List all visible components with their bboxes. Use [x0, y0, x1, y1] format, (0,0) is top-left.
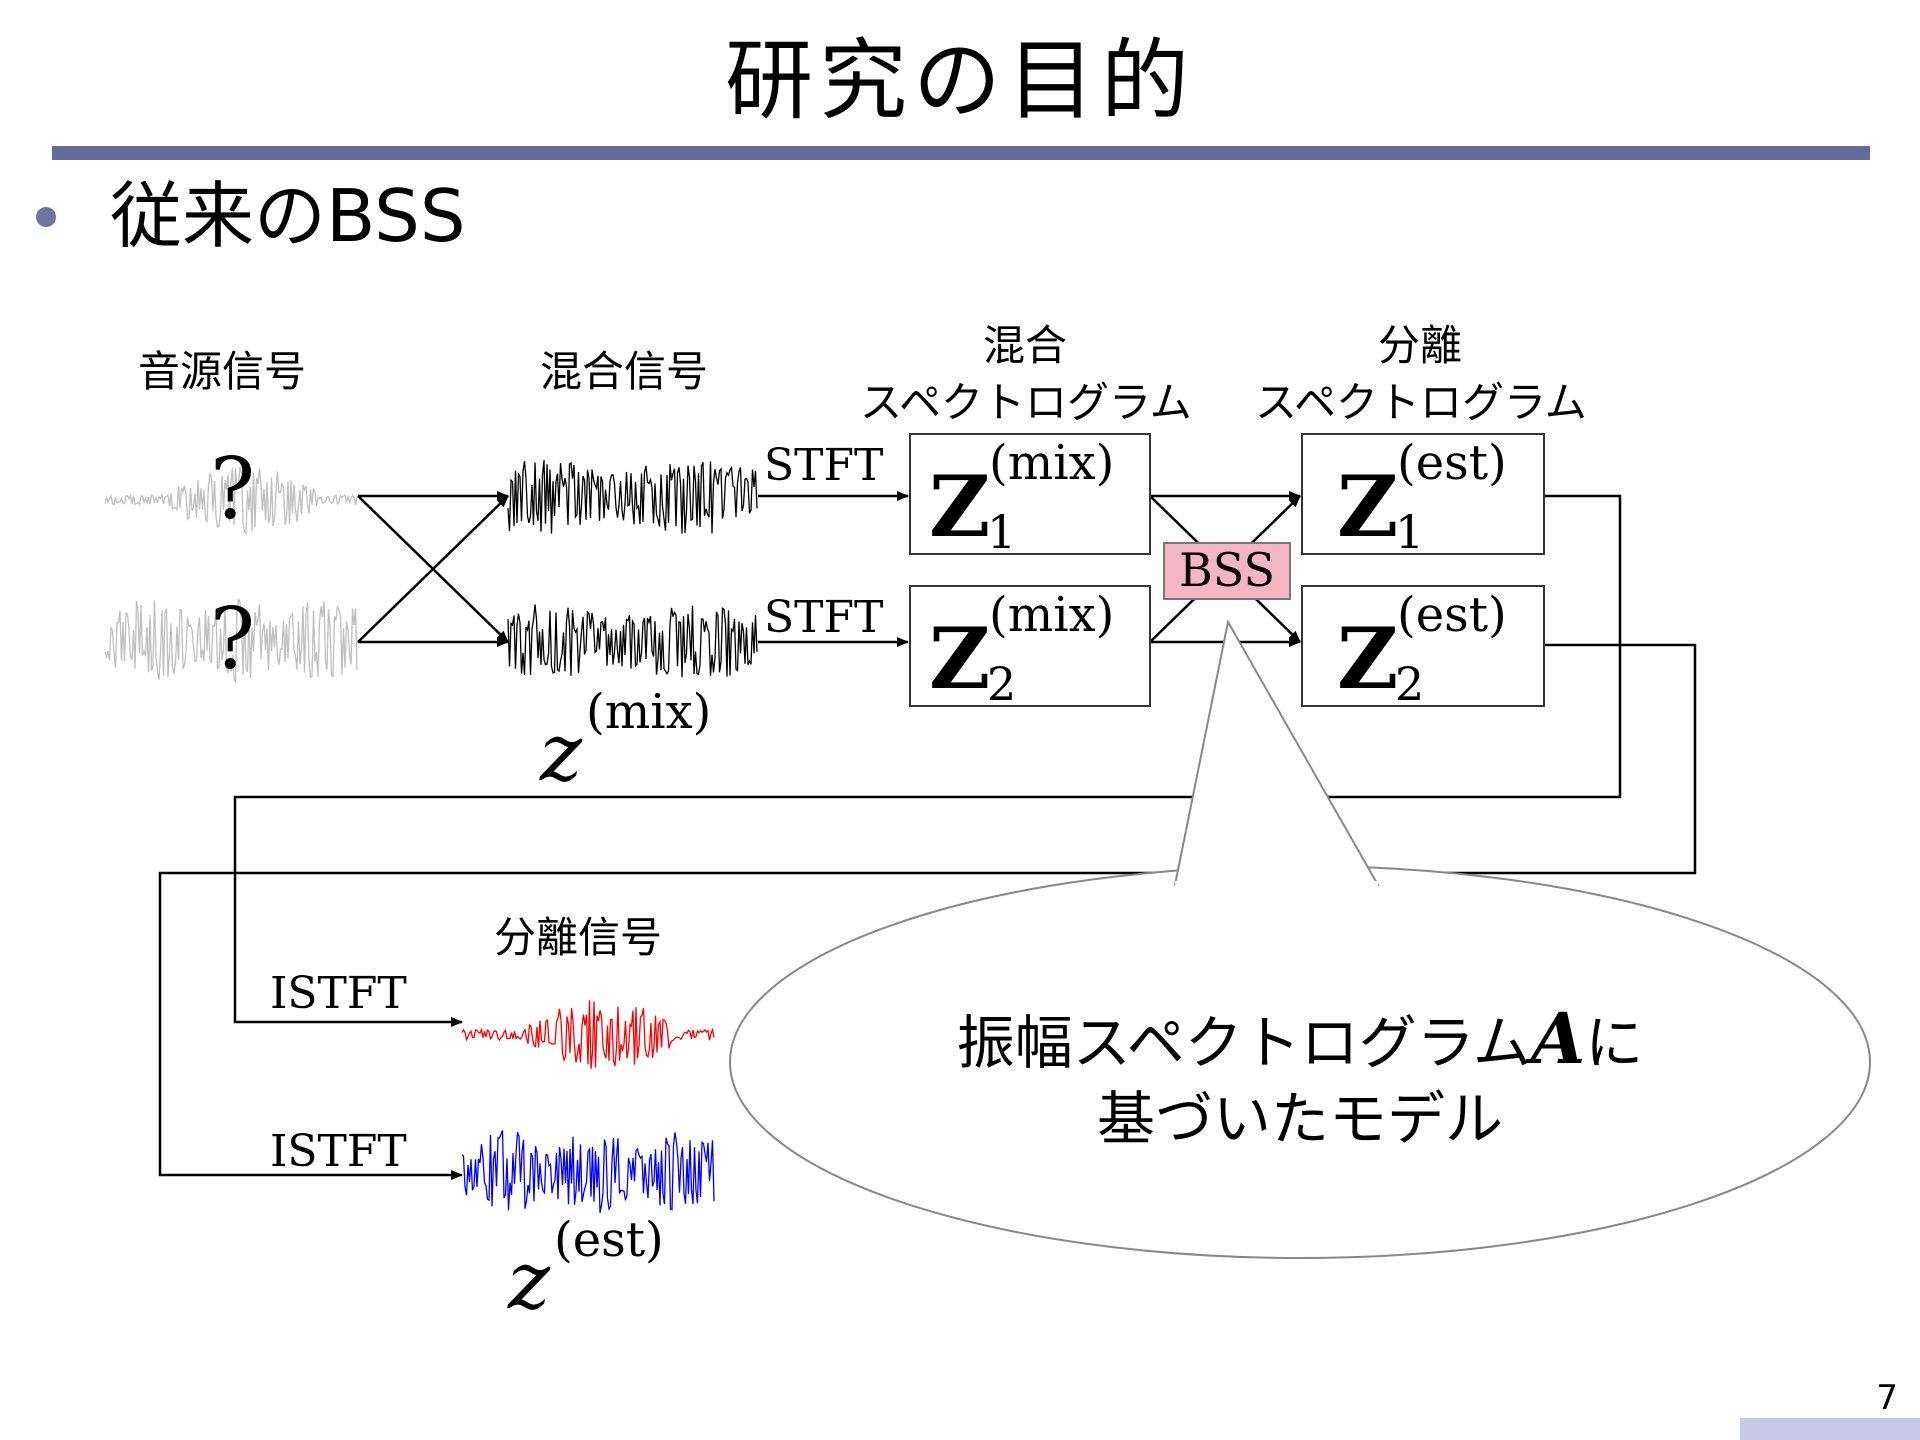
bullet-text: 従来のBSS: [110, 174, 466, 258]
footer-bar: [1740, 1418, 1920, 1440]
separated-spectrogram-box-2: Z 2 (est): [1301, 585, 1545, 711]
separated-waveform-2: [461, 1130, 715, 1214]
separated-waveform-1: [461, 1000, 715, 1069]
label-separated-spectrogram-line2: スペクトログラム: [1255, 377, 1587, 427]
superscript-mix: (mix): [586, 684, 712, 740]
stft-label-1: STFT: [764, 440, 884, 491]
subscript: 2: [1395, 657, 1425, 711]
bubble-line-2: 基づいたモデル: [1096, 1084, 1503, 1153]
signal-variable: z: [508, 1234, 551, 1327]
separated-spectrogram-box-1: Z 1 (est): [1301, 433, 1545, 559]
bullet-marker: [36, 207, 56, 227]
mixed-spectrogram-box-1: Z 1 (mix): [909, 433, 1151, 559]
mixed-waveform-2: [507, 604, 758, 678]
bubble-text: 振幅スペクトログラムAに 基づいたモデル: [900, 995, 1700, 1155]
label-separated-spectrogram-line1: 分離: [1377, 321, 1462, 370]
superscript-est: (est): [554, 1212, 664, 1268]
superscript-est: (est): [1397, 435, 1507, 491]
unknown-mark-1: ?: [210, 440, 256, 538]
bubble-line-1-prefix: 振幅スペクトログラム: [956, 1009, 1531, 1077]
subscript: 1: [1395, 505, 1425, 559]
mixed-waveform-1: [507, 460, 758, 534]
superscript-mix: (mix): [989, 435, 1115, 491]
label-mixed-spectrogram-line2: スペクトログラム: [860, 377, 1192, 427]
speech-bubble: [729, 619, 1871, 1259]
page-number: 7: [1876, 1378, 1898, 1418]
matrix-symbol: Z: [929, 457, 991, 556]
superscript-mix: (mix): [989, 587, 1115, 643]
label-mixed-spectrogram: 混合 スペクトログラム: [860, 318, 1192, 431]
superscript-est: (est): [1397, 587, 1507, 643]
label-mixed-signal: 混合信号: [540, 347, 709, 396]
title-rule: [52, 146, 1870, 160]
stft-label-2: STFT: [764, 592, 884, 643]
return-paths: [158, 494, 1697, 1180]
signal-variable: z: [540, 706, 583, 799]
source-waveform-2: [104, 598, 358, 685]
page-title: 研究の目的: [724, 29, 1195, 132]
label-mixed-spectrogram-line1: 混合: [982, 321, 1067, 370]
istft-label-2: ISTFT: [270, 1126, 407, 1177]
subscript: 1: [987, 505, 1017, 559]
matrix-symbol: Z: [929, 609, 991, 708]
estimated-signal-symbol: z (est): [508, 1212, 664, 1327]
matrix-symbol: Z: [1337, 457, 1399, 556]
subscript: 2: [987, 657, 1017, 711]
istft-label-1: ISTFT: [270, 968, 407, 1019]
unknown-mark-2: ?: [210, 590, 256, 688]
label-separated-spectrogram: 分離 スペクトログラム: [1255, 318, 1587, 431]
mixed-spectrogram-box-2: Z 2 (mix): [909, 585, 1151, 711]
mixing-arrows: [357, 491, 509, 647]
amplitude-symbol: A: [1530, 997, 1586, 1080]
bubble-line-1-suffix: に: [1585, 1009, 1644, 1077]
bubble-line-1: 振幅スペクトログラムAに: [900, 995, 1700, 1083]
bss-label: BSS: [1163, 542, 1291, 600]
stft-arrows: [758, 491, 909, 647]
source-waveform-1: [104, 466, 358, 536]
label-source-signal: 音源信号: [138, 347, 307, 396]
mixed-signal-symbol: z (mix): [540, 684, 711, 799]
label-separated-signal: 分離信号: [494, 913, 663, 962]
matrix-symbol: Z: [1337, 609, 1399, 708]
